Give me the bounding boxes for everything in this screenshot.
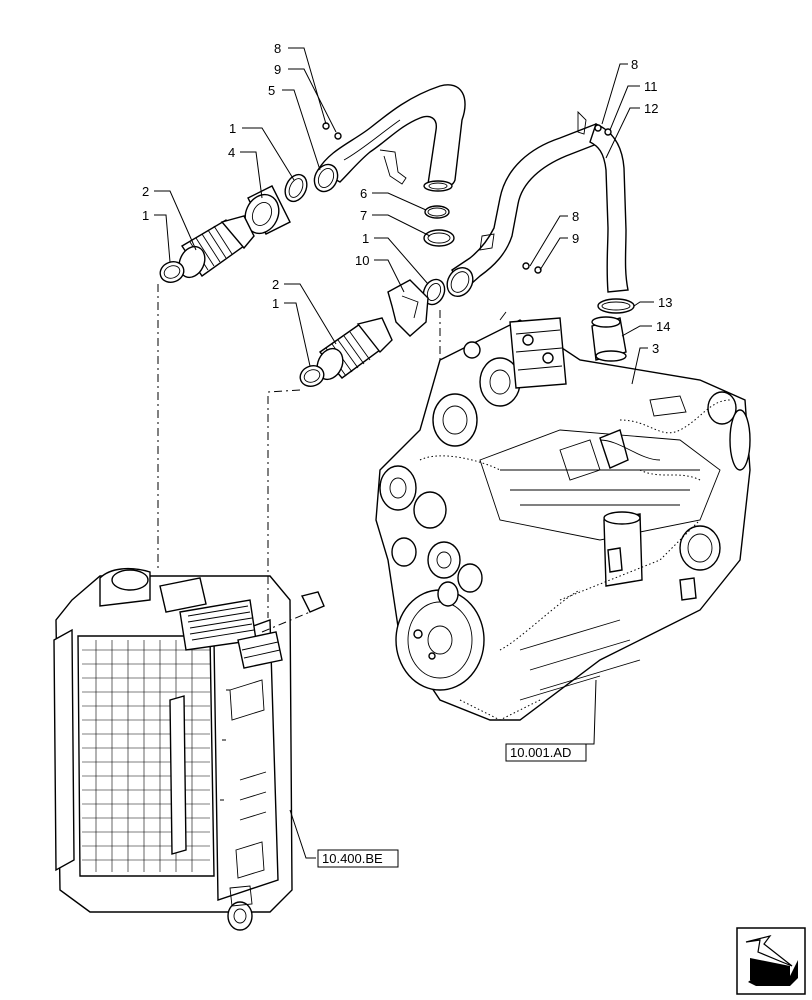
callout-labels: 8 9 5 1 4 2 1 6 7 1 10 2 1 8 11 12 8 9 1…	[142, 41, 672, 356]
engine-reference-label: 10.001.AD	[510, 745, 571, 760]
spacer-ring	[244, 185, 291, 235]
callout-3: 3	[652, 341, 659, 356]
callout-2: 2	[142, 184, 149, 199]
o-ring	[424, 205, 450, 219]
callout-9: 9	[572, 231, 579, 246]
hose-clamp-upper	[284, 173, 308, 203]
hose-clamp-mid	[422, 278, 446, 306]
sleeve-14	[591, 316, 627, 362]
bellows-hose-upper	[178, 215, 255, 279]
radiator-assembly	[53, 567, 325, 931]
callout-8: 8	[274, 41, 281, 56]
radiator-reference-label: 10.400.BE	[322, 851, 383, 866]
next-page-button[interactable]	[736, 927, 806, 995]
bellows-hose-lower	[316, 317, 393, 381]
callout-9: 9	[274, 62, 281, 77]
callout-10: 10	[355, 253, 369, 268]
callout-8: 8	[631, 57, 638, 72]
clamp-7	[423, 229, 455, 247]
hose-clamp-left	[159, 261, 185, 283]
callout-14: 14	[656, 319, 670, 334]
callout-12: 12	[644, 101, 658, 116]
callout-1: 1	[272, 296, 279, 311]
callout-7: 7	[360, 208, 367, 223]
leader-lines	[154, 47, 654, 859]
callout-6: 6	[360, 186, 367, 201]
callout-2: 2	[272, 277, 279, 292]
intake-pipe-upper-left	[313, 84, 466, 193]
engine-assembly	[375, 311, 751, 721]
callout-13: 13	[658, 295, 672, 310]
callout-1: 1	[229, 121, 236, 136]
radiator-reference-link[interactable]: 10.400.BE	[317, 849, 399, 868]
callout-8: 8	[572, 209, 579, 224]
hose-clamp-lower	[299, 365, 325, 387]
bracket-10	[387, 279, 429, 337]
callout-1: 1	[142, 208, 149, 223]
radiator-core-grid	[82, 640, 210, 872]
callout-5: 5	[268, 83, 275, 98]
arrow-right-icon	[745, 935, 798, 986]
callout-4: 4	[228, 145, 235, 160]
assembly-lines	[157, 284, 441, 618]
clamp-13	[597, 298, 635, 314]
callout-11: 11	[644, 79, 658, 94]
engine-reference-link[interactable]: 10.001.AD	[505, 743, 587, 762]
intake-pipe-upper-right	[446, 110, 629, 298]
callout-1: 1	[362, 231, 369, 246]
